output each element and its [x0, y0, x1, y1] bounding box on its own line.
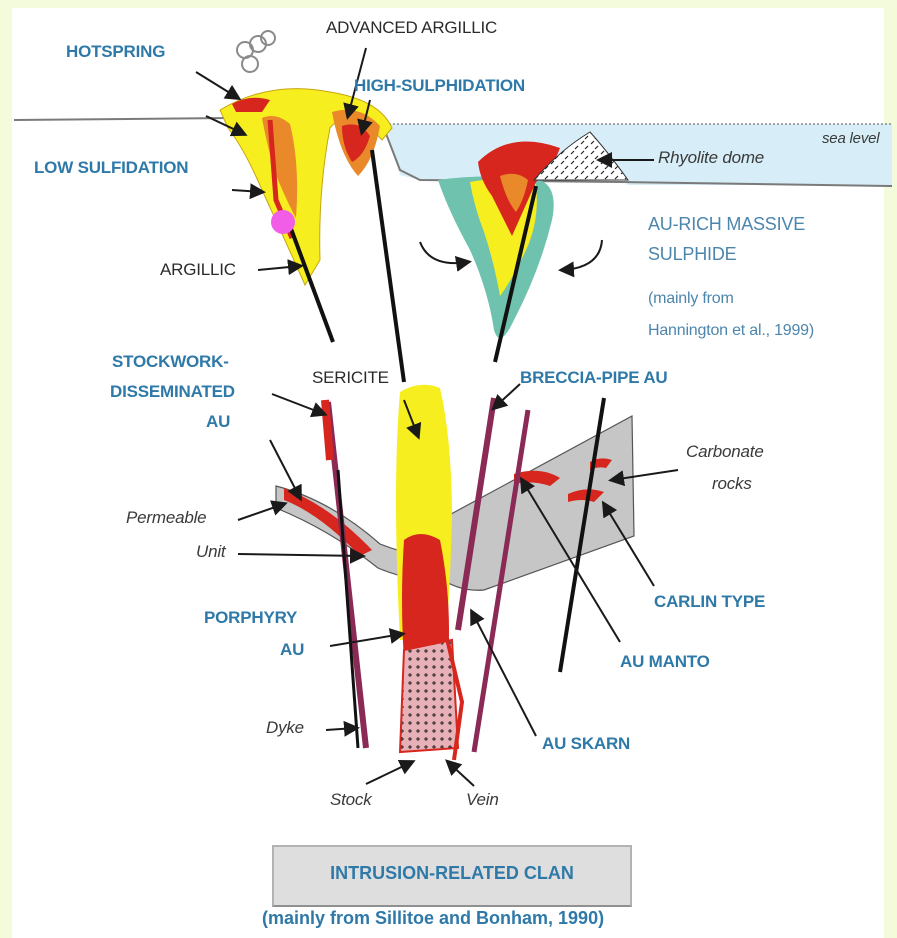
- label-unit: Unit: [196, 542, 225, 562]
- label-au-skarn: AU SKARN: [542, 734, 630, 754]
- leader-argillic: [258, 266, 300, 270]
- leader-stock: [366, 762, 412, 784]
- label-low-sulfidation: LOW SULFIDATION: [34, 158, 188, 178]
- label-high-sulphidation: HIGH-SULPHIDATION: [354, 76, 525, 96]
- intrusion-related-clan-box: INTRUSION-RELATED CLAN: [272, 845, 632, 907]
- label-permeable: Permeable: [126, 508, 206, 528]
- circulation-arrow-left: [420, 242, 468, 263]
- label-hannington-2: Hannington et al., 1999): [648, 322, 814, 340]
- leader-vein: [448, 762, 474, 786]
- label-vein: Vein: [466, 790, 499, 810]
- label-stockwork-au: AU: [206, 412, 230, 432]
- label-hannington-1: (mainly from: [648, 290, 734, 308]
- leader-permeable: [238, 504, 284, 520]
- label-stock: Stock: [330, 790, 372, 810]
- leader-stockwork: [272, 394, 324, 414]
- label-sericite: SERICITE: [312, 368, 389, 388]
- label-carbonate: Carbonate: [686, 442, 764, 462]
- label-disseminated: DISSEMINATED: [110, 382, 235, 402]
- label-porphyry-au: AU: [280, 640, 304, 660]
- clan-title: INTRUSION-RELATED CLAN: [274, 863, 630, 884]
- leader-hotspring: [196, 72, 238, 98]
- label-porphyry: PORPHYRY: [204, 608, 297, 628]
- circulation-arrow-right: [562, 240, 602, 270]
- marker-dot: [271, 210, 295, 234]
- label-advanced-argillic: ADVANCED ARGILLIC: [326, 18, 497, 38]
- fault-left-2: [372, 150, 404, 382]
- permeable-unit-ore: [284, 488, 372, 556]
- label-dyke: Dyke: [266, 718, 304, 738]
- label-rocks: rocks: [712, 474, 752, 494]
- hotspring-steam-icon: [237, 31, 275, 72]
- leader-porphyry: [330, 634, 402, 646]
- dyke-thin: [338, 470, 358, 748]
- label-breccia-pipe: BRECCIA-PIPE AU: [520, 368, 668, 388]
- label-stockwork: STOCKWORK-: [112, 352, 229, 372]
- label-argillic: ARGILLIC: [160, 260, 236, 280]
- label-sea-level: sea level: [822, 130, 879, 147]
- leader-low-sulfidation-2: [232, 190, 262, 192]
- leader-dyke: [326, 728, 356, 730]
- label-au-manto: AU MANTO: [620, 652, 710, 672]
- sea-water: [385, 124, 892, 185]
- clan-source: (mainly from Sillitoe and Bonham, 1990): [262, 908, 604, 929]
- label-sulphide: SULPHIDE: [648, 244, 736, 265]
- label-rhyolite-dome: Rhyolite dome: [658, 148, 764, 168]
- leader-breccia: [494, 384, 520, 408]
- label-hotspring: HOTSPRING: [66, 42, 165, 62]
- label-au-rich-massive: AU-RICH MASSIVE: [648, 214, 805, 235]
- stockwork-vein: [325, 400, 330, 460]
- label-carlin-type: CARLIN TYPE: [654, 592, 765, 612]
